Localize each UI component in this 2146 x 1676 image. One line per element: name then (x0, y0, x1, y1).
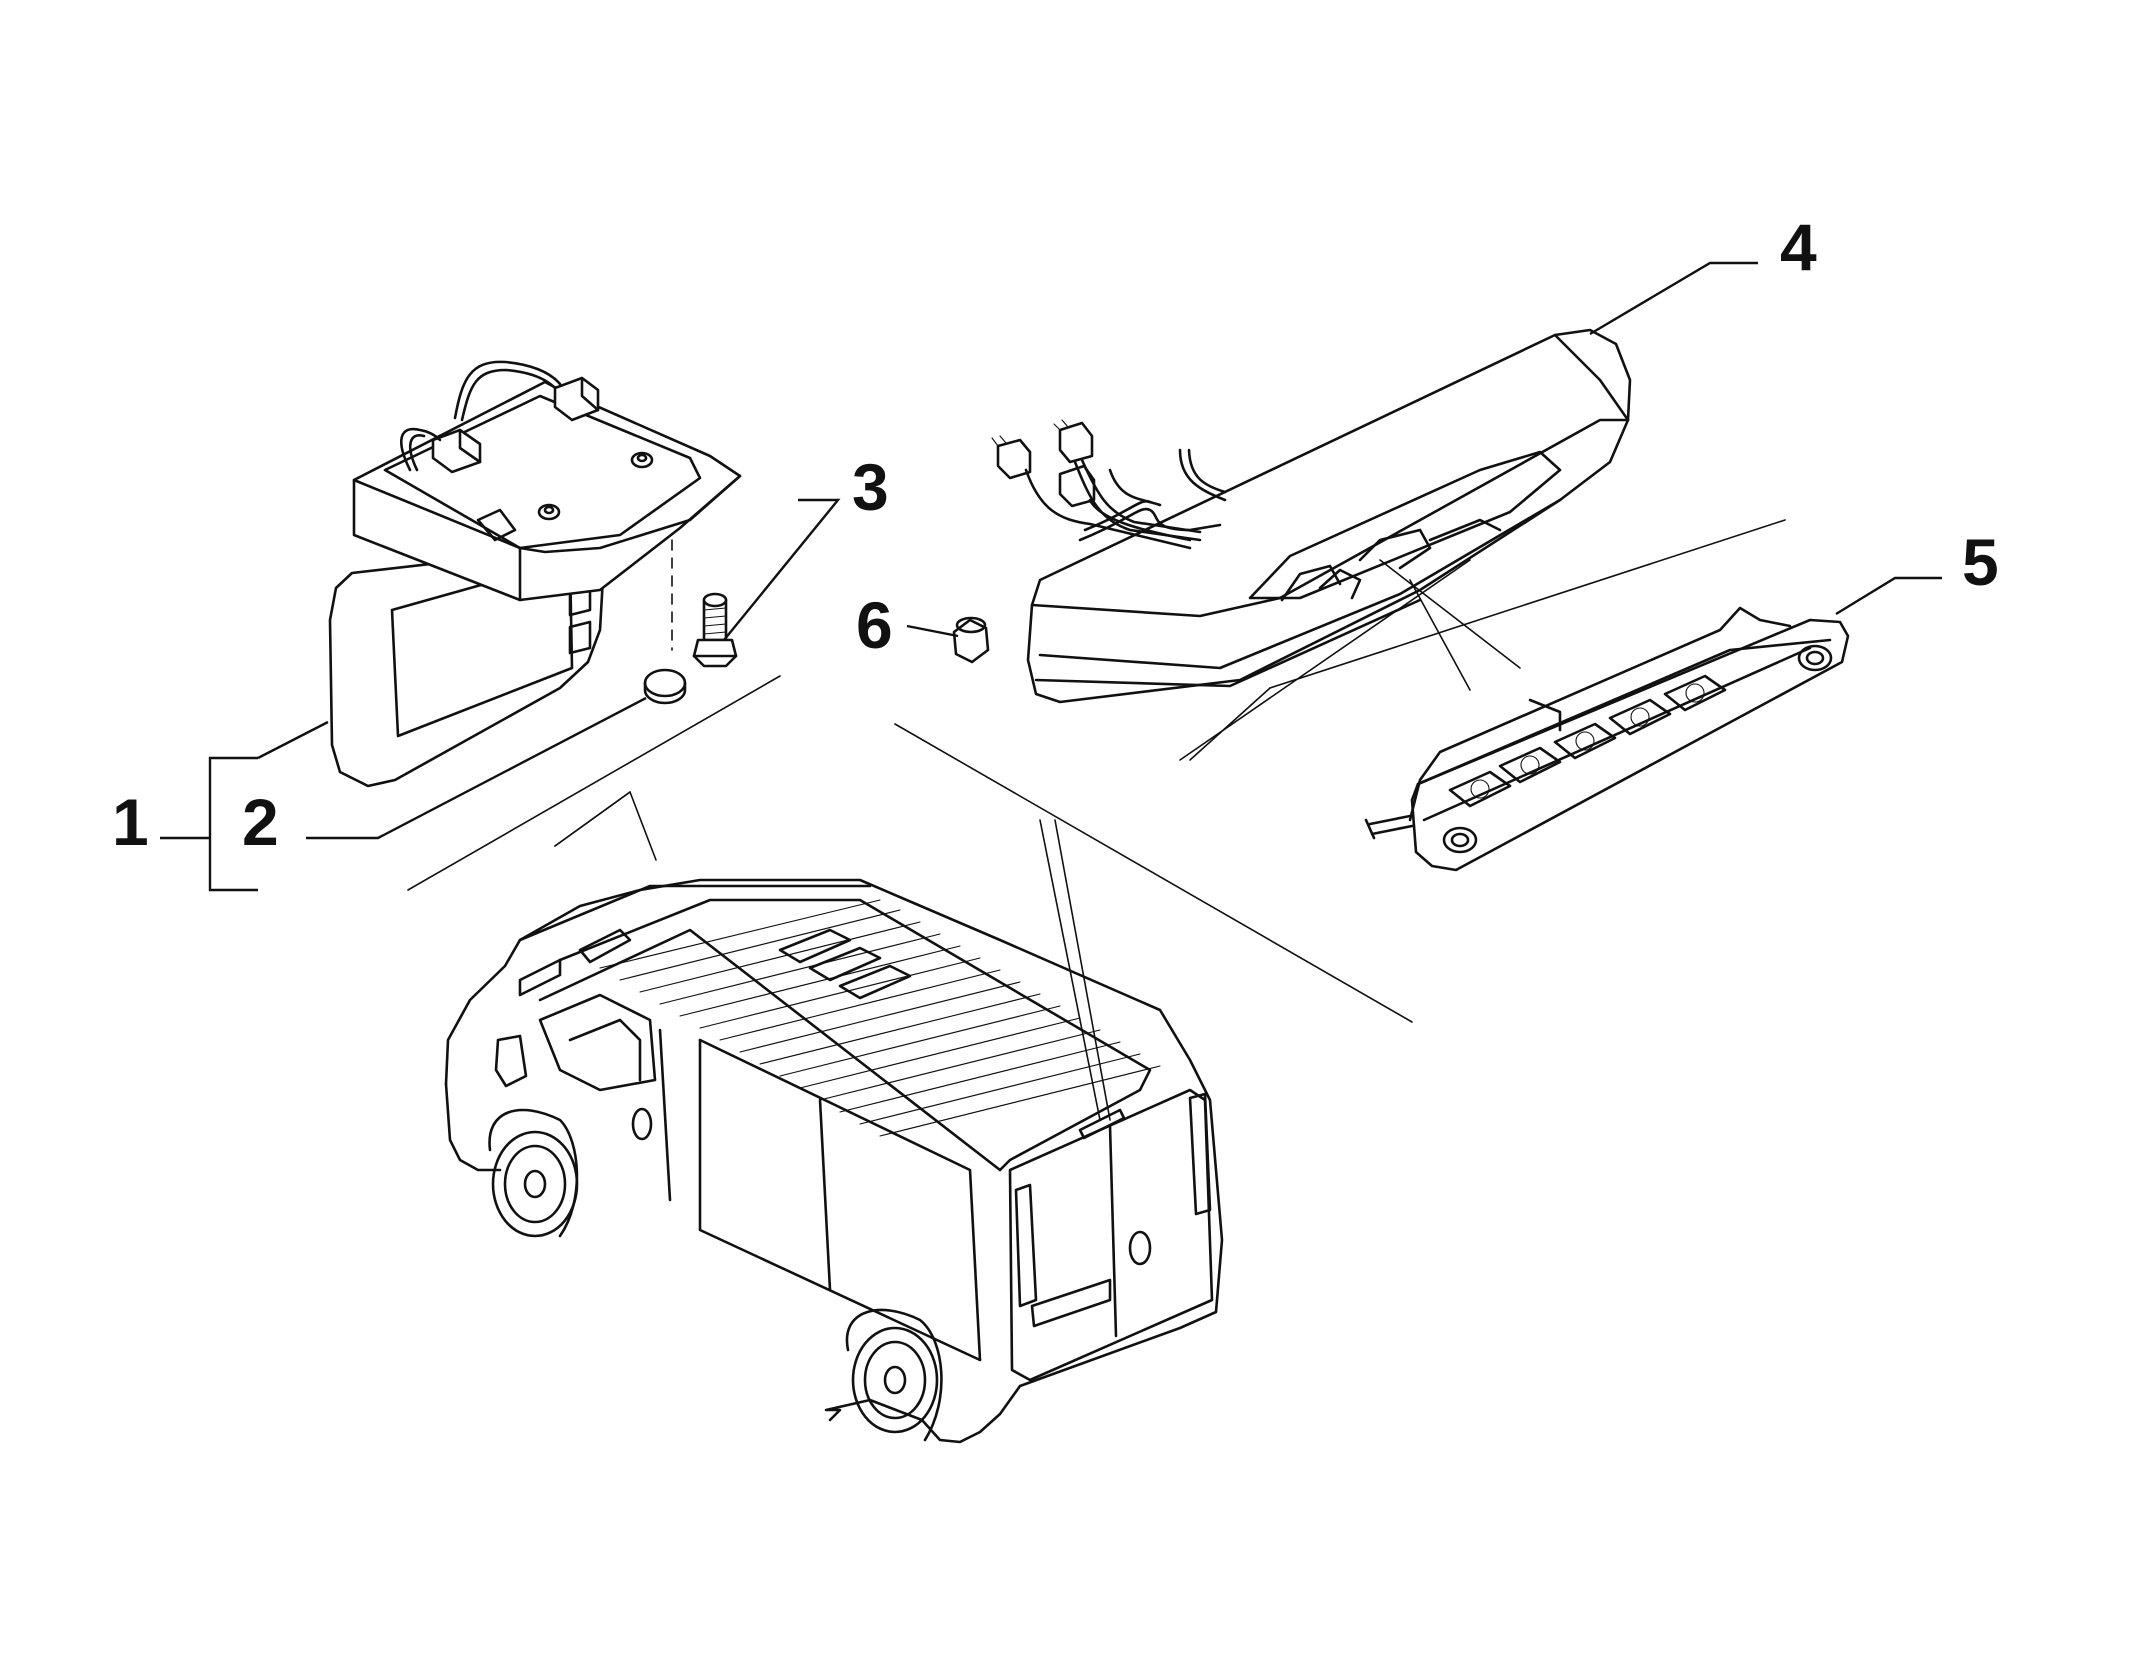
van-illustration (444, 878, 1224, 1444)
part-5-lamp-unit (1364, 606, 1850, 872)
part-4-brake-light (991, 328, 1632, 704)
callout-2: 2 (242, 785, 279, 859)
callout-1: 1 (112, 785, 149, 859)
part-1-interior-lamp (328, 360, 742, 788)
callout-6: 6 (856, 588, 893, 662)
callout-4: 4 (1780, 210, 1817, 284)
part-3-screw (692, 592, 738, 668)
part-2-cap (643, 668, 687, 705)
callout-5: 5 (1962, 525, 1999, 599)
reference-lines (407, 519, 1786, 1121)
callout-3: 3 (852, 450, 889, 524)
bracket-1 (208, 756, 258, 892)
callouts: 1 2 3 4 5 6 (112, 210, 1999, 859)
leader-lines (160, 261, 1942, 892)
part-6-bushing (952, 616, 990, 664)
